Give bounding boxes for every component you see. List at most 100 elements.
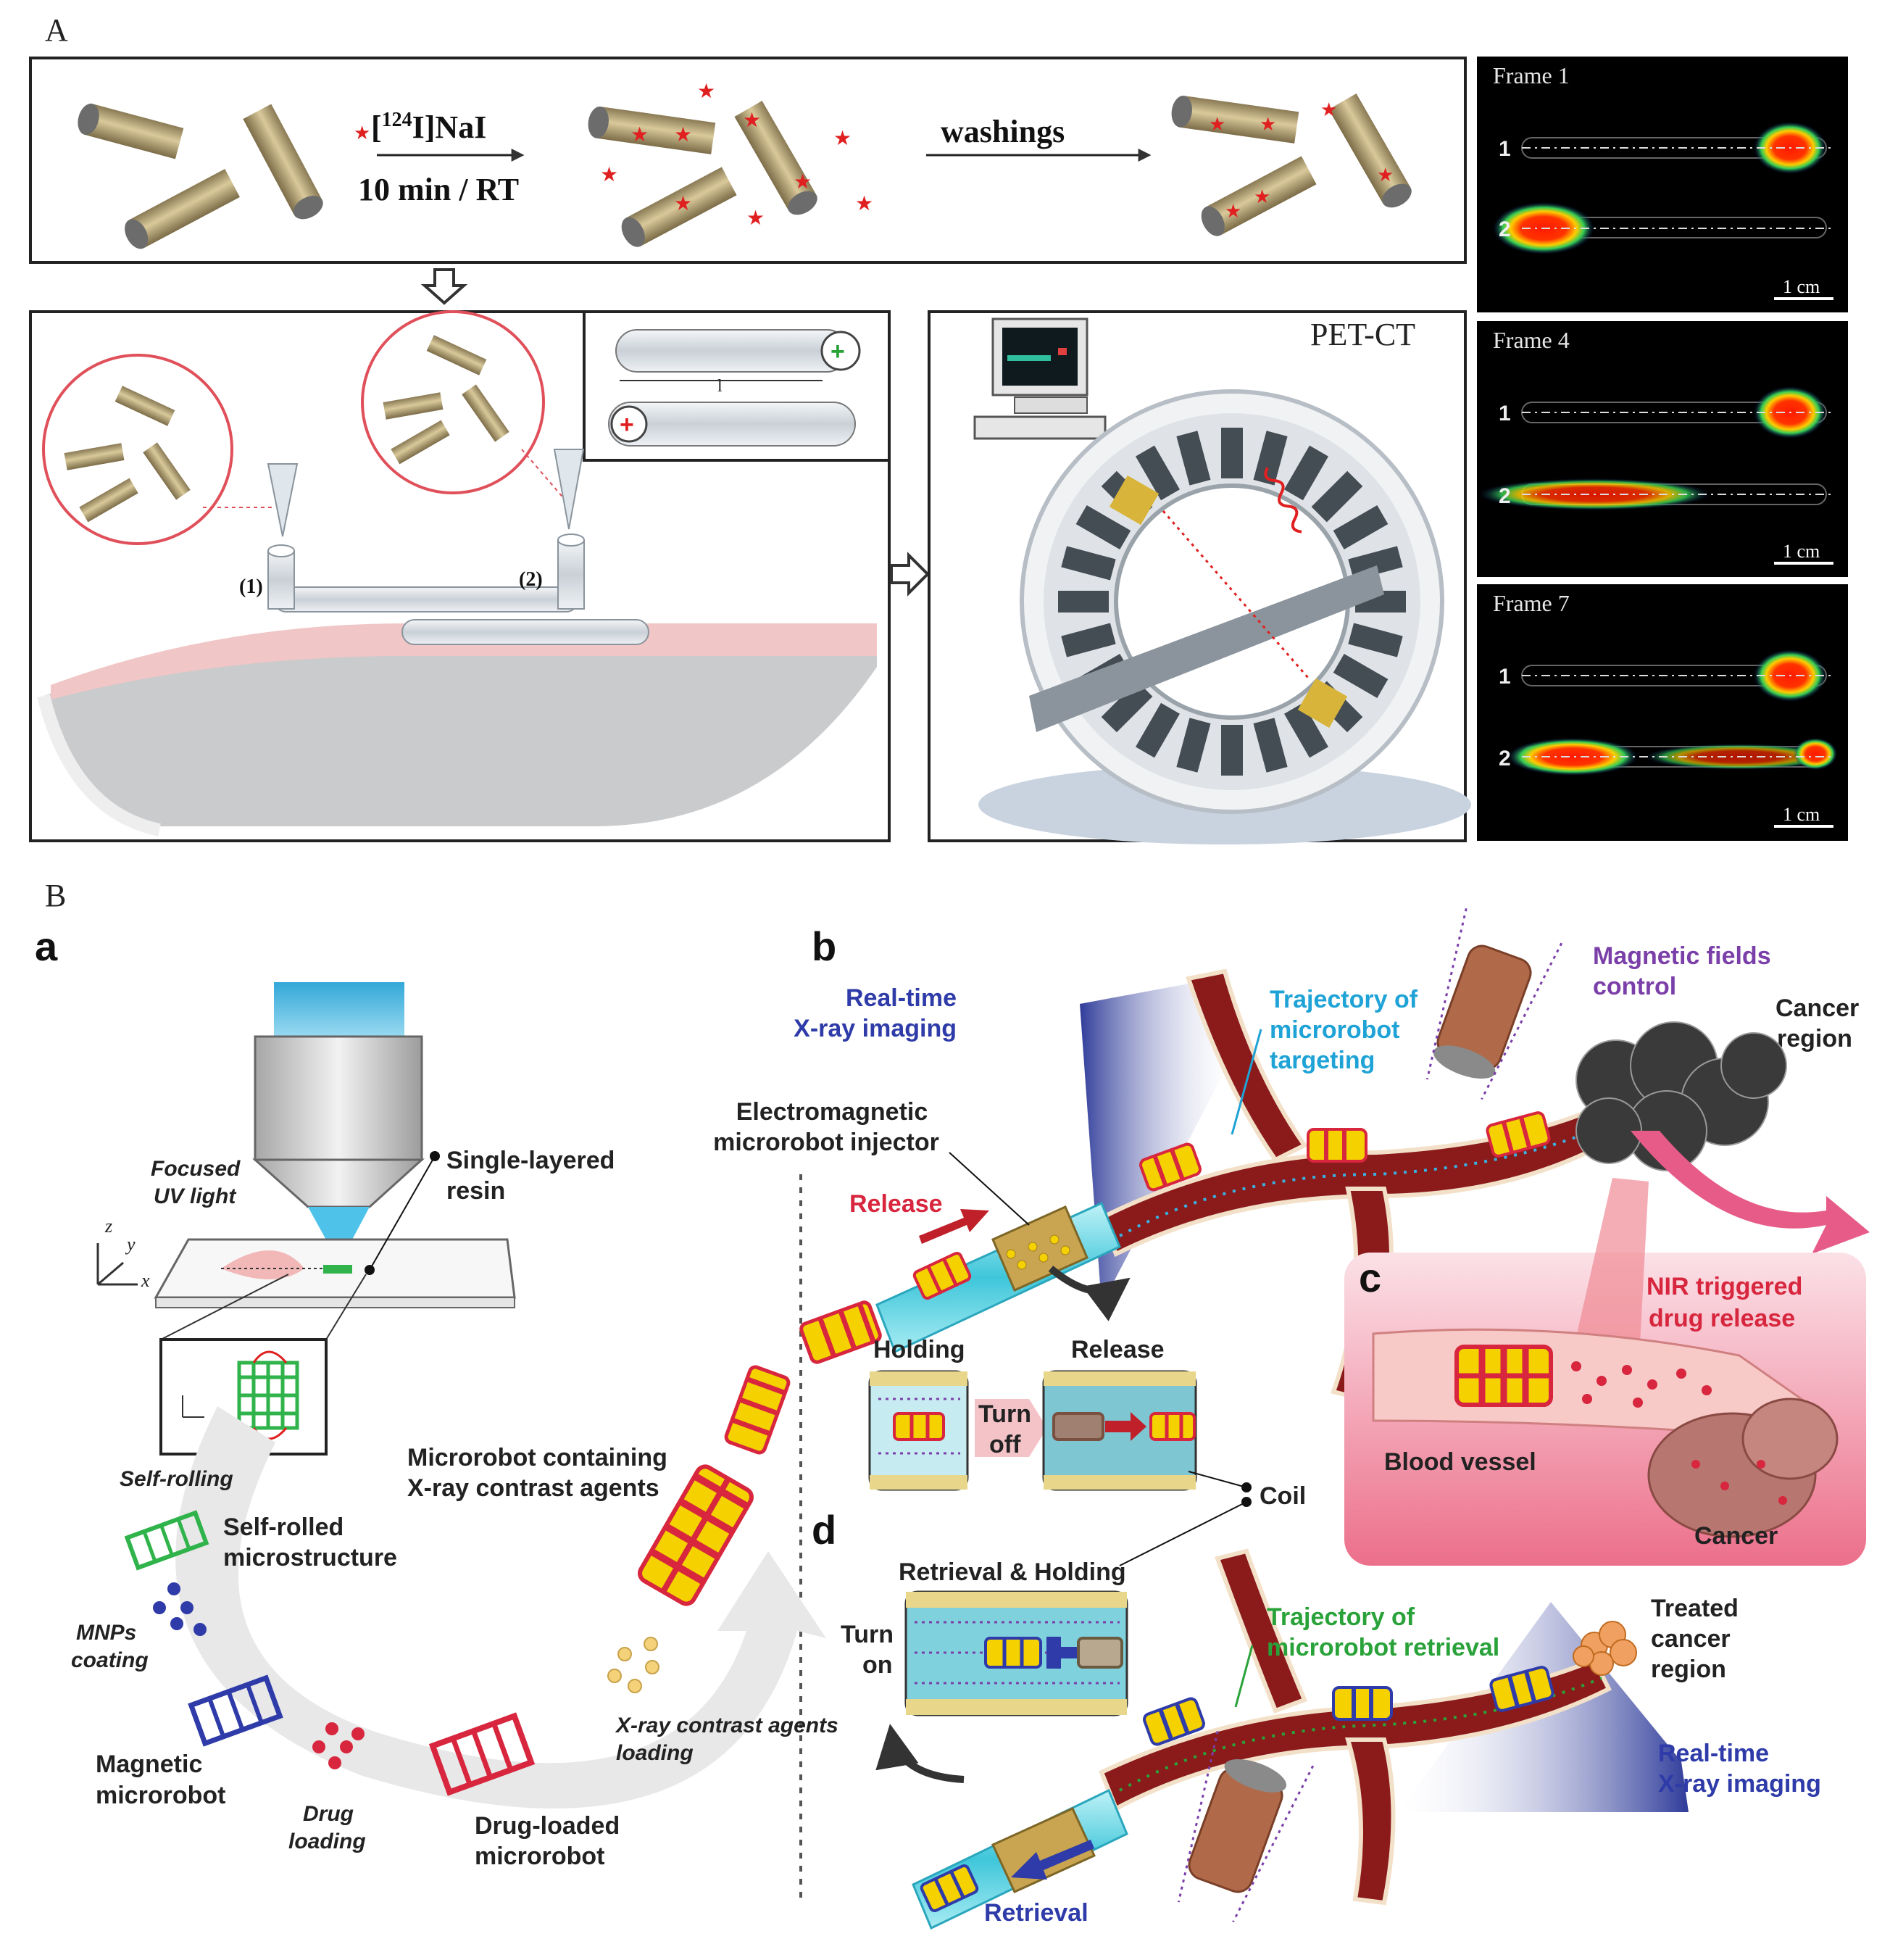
petct-label: PET-CT bbox=[1310, 317, 1415, 352]
down-arrow bbox=[420, 268, 468, 305]
svg-text:+: + bbox=[620, 411, 634, 439]
svg-text:★: ★ bbox=[833, 127, 852, 149]
xyz-axes bbox=[96, 1243, 138, 1286]
svg-text:★: ★ bbox=[1377, 164, 1394, 186]
pipette-tip-1 bbox=[267, 463, 299, 537]
xray-microrobot-small bbox=[799, 1300, 882, 1364]
sub-c-label: c bbox=[1359, 1255, 1381, 1300]
nir-beam bbox=[1565, 1178, 1649, 1384]
holding-label: Holding bbox=[873, 1336, 965, 1363]
u-tube bbox=[267, 533, 649, 645]
svg-text:★: ★ bbox=[1260, 113, 1276, 135]
axis-y: y bbox=[125, 1234, 136, 1255]
process-arrow bbox=[175, 1406, 827, 1809]
svg-text:★: ★ bbox=[743, 109, 761, 131]
pet-frame-7: Frame 7 1 2 1 cm bbox=[1477, 584, 1848, 841]
blood-vessel-d bbox=[1099, 1548, 1612, 1906]
mnp-particles bbox=[153, 1582, 207, 1636]
svg-text:★: ★ bbox=[1209, 113, 1225, 135]
grid-pattern bbox=[237, 1361, 299, 1430]
sub-a-label: a bbox=[35, 923, 58, 969]
robots-in-vessel-b bbox=[1139, 1111, 1551, 1192]
axis-z: z bbox=[104, 1216, 112, 1237]
nanotube-group-unlabeled bbox=[78, 103, 323, 249]
svg-text:★: ★ bbox=[600, 163, 618, 186]
pipette-tip-2 bbox=[553, 449, 585, 530]
frame-7-scale: 1 cm bbox=[1783, 804, 1820, 825]
release2-label: Release bbox=[1071, 1336, 1165, 1363]
half-pipe-surface bbox=[51, 623, 877, 699]
frame-4-row-1: 1 bbox=[1499, 402, 1511, 425]
retrieval-arrow bbox=[1011, 1840, 1094, 1880]
self-rolling-label: Self-rolling bbox=[120, 1467, 233, 1491]
drug-particles bbox=[312, 1722, 365, 1769]
frame-7-title: Frame 7 bbox=[1493, 590, 1570, 616]
nanotube-group-labeled: ★★★★★ ★★★★★ bbox=[588, 80, 873, 247]
svg-text:★: ★ bbox=[674, 123, 692, 146]
contrast-particles bbox=[607, 1637, 659, 1693]
self-rolled-structure bbox=[124, 1510, 209, 1571]
pet-scanner bbox=[978, 389, 1471, 844]
treated-cancer-cluster bbox=[1573, 1621, 1637, 1676]
trajectory-retrieval-leader bbox=[1234, 1645, 1254, 1708]
frame-1-title: Frame 1 bbox=[1493, 62, 1570, 88]
trajectory-target-leader bbox=[1231, 1029, 1262, 1135]
vessel-c bbox=[1372, 1328, 1814, 1437]
sub-d-label: d bbox=[812, 1507, 836, 1553]
svg-text:★: ★ bbox=[1225, 200, 1241, 222]
axis-x: x bbox=[141, 1270, 150, 1291]
svg-text:+: + bbox=[830, 338, 845, 365]
zoom-circle-2 bbox=[361, 310, 566, 501]
injector bbox=[875, 1201, 1121, 1354]
coil-leaders bbox=[1119, 1471, 1252, 1566]
retrieval-label: Retrieval bbox=[984, 1899, 1088, 1927]
tube-1-label: (1) bbox=[239, 576, 263, 598]
svg-text:★: ★ bbox=[630, 123, 649, 146]
svg-text:★: ★ bbox=[746, 207, 765, 229]
pet-frame-1: Frame 1 1 2 1 cm bbox=[1477, 57, 1848, 312]
pet-frame-4: Frame 4 1 2 1 cm bbox=[1477, 321, 1848, 577]
condition-label: 10 min / RT bbox=[358, 172, 519, 207]
sub-b-label: b bbox=[812, 923, 836, 969]
turn-off-arrow bbox=[975, 1399, 1047, 1457]
half-pipe-rim bbox=[37, 694, 161, 836]
frame-1-row-2: 2 bbox=[1499, 217, 1511, 241]
svg-text:★: ★ bbox=[855, 192, 873, 215]
cancer-mass-c bbox=[1647, 1398, 1839, 1538]
computer-icon bbox=[973, 317, 1107, 440]
injector-leader bbox=[949, 1152, 1030, 1226]
coil-label: Coil bbox=[1260, 1482, 1306, 1510]
xy-axes-inset bbox=[182, 1395, 204, 1418]
frame-4-scale: 1 cm bbox=[1783, 541, 1820, 562]
drug-loaded-microrobot-icon bbox=[428, 1712, 536, 1796]
frame-4-title: Frame 4 bbox=[1493, 327, 1570, 353]
svg-text:★: ★ bbox=[794, 170, 812, 193]
release-coil bbox=[1042, 1370, 1197, 1491]
inset-leader-right bbox=[325, 1274, 367, 1340]
frame-4-row-2: 2 bbox=[1499, 484, 1511, 508]
blood-vessel-label: Blood vessel bbox=[1384, 1448, 1536, 1476]
electromagnet-top bbox=[1425, 908, 1563, 1100]
half-pipe bbox=[43, 638, 877, 826]
svg-text:★: ★ bbox=[1320, 99, 1337, 120]
cancer-label: Cancer bbox=[1694, 1522, 1778, 1550]
dimension-tubes: + + bbox=[608, 329, 861, 447]
svg-text:★: ★ bbox=[674, 192, 692, 215]
frame-7-row-1: 1 bbox=[1499, 665, 1511, 689]
